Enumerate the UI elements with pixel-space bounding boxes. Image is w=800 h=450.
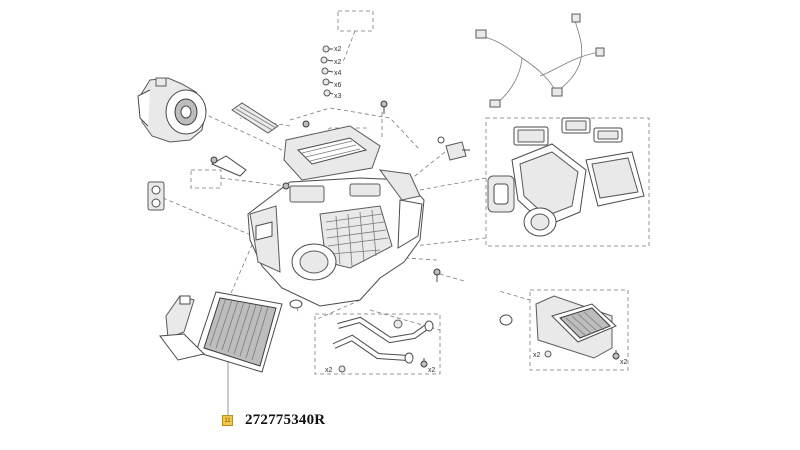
sensor-part — [210, 155, 247, 177]
temperature-sensor — [437, 136, 470, 161]
grill-lines — [325, 209, 389, 267]
pipe-kit: x2 x2 — [325, 316, 436, 374]
part-callout[interactable]: 11 272775340R — [222, 411, 326, 428]
multiplier-label: x2 — [533, 352, 541, 359]
heater-core: x2 x2 — [533, 295, 628, 366]
screw-icon — [320, 56, 334, 64]
screw-icon — [322, 45, 333, 53]
multiplier-label: x2 — [428, 367, 436, 374]
screw-icon — [321, 67, 334, 75]
filter-cover — [159, 295, 205, 361]
seal-kit — [487, 117, 645, 237]
multiplier-label: x2 — [334, 46, 342, 53]
leader-lines — [162, 10, 650, 418]
blower-motor — [137, 77, 207, 143]
part-number-label[interactable]: 272775340R — [245, 411, 326, 428]
cabin-filter — [195, 291, 283, 373]
multiplier-label: x2 — [334, 59, 342, 66]
multiplier-label: x2 — [620, 359, 628, 366]
drain-hose — [429, 242, 513, 326]
multiplier-label: x2 — [325, 367, 333, 374]
core-fins — [565, 311, 605, 337]
multiplier-label: x4 — [334, 70, 342, 77]
seal-strip — [231, 102, 279, 134]
screw-icon — [322, 78, 334, 86]
callout-marker[interactable]: 11 — [222, 414, 233, 426]
multiplier-label: x3 — [334, 93, 342, 100]
expansion-valve — [147, 181, 165, 211]
screw-stack: x2 x2 x4 x6 x3 — [320, 45, 342, 100]
filter-pleats — [209, 297, 269, 361]
hvac-housing — [247, 100, 425, 309]
multiplier-label: x6 — [334, 82, 342, 89]
screw-icon — [323, 89, 334, 97]
wiring-harness — [475, 13, 605, 108]
